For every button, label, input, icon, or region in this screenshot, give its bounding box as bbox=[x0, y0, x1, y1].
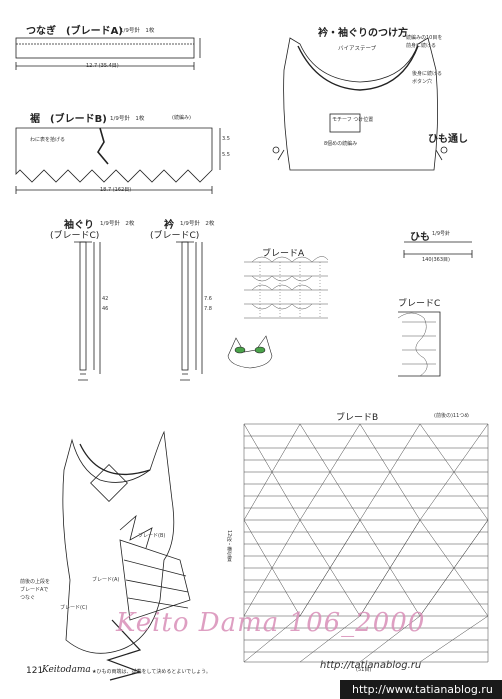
sodeguri-h1: 42 bbox=[102, 296, 109, 302]
himo-spec: 1/9号針 bbox=[432, 231, 451, 237]
eri-h1: 7.6 bbox=[204, 296, 212, 302]
himo-len: 140(363目) bbox=[422, 257, 450, 263]
url-bar-text[interactable]: http://www.tatianablog.ru bbox=[352, 683, 493, 696]
sodeguri-h2: 46 bbox=[102, 306, 109, 312]
braid-c-title: ブレードC bbox=[398, 299, 441, 309]
neck-bias: バイアステープ bbox=[338, 46, 377, 52]
footer-note: ★ひもの両端は、試着をして決めるとよいでしょう。 bbox=[92, 669, 211, 675]
braid-b-side: 12段・横位置 bbox=[226, 530, 232, 562]
tsunagi-strip bbox=[15, 37, 195, 59]
braid-a-title: ブレードA bbox=[262, 249, 305, 259]
neck-title: 衿・袖ぐりのつけ方 bbox=[318, 28, 408, 39]
eri-subtitle: (ブレードC) bbox=[150, 231, 200, 241]
suso-h2: 5.5 bbox=[222, 152, 230, 158]
neck-count: 8個めの続編み bbox=[324, 141, 358, 147]
neck-label2: 前身に続ける bbox=[406, 43, 437, 49]
sodeguri-title: 袖ぐり bbox=[64, 220, 94, 231]
suso-width: 18.7 (162目) bbox=[100, 187, 132, 193]
braid-b-note: (前後の)11つめ bbox=[434, 413, 470, 419]
tsunagi-width: 12.7 (35.4目) bbox=[86, 63, 119, 69]
dress-outline bbox=[62, 430, 175, 654]
neck-label3: 後身に続ける bbox=[412, 71, 443, 77]
eri-h2: 7.8 bbox=[204, 306, 212, 312]
sodeguri-strip bbox=[79, 241, 87, 371]
suso-h1: 3.5 bbox=[222, 136, 230, 142]
dress-note1: 前後の上段を bbox=[20, 579, 51, 585]
neck-motif: モチーフ つけ位置 bbox=[332, 117, 374, 123]
neck-bodice bbox=[283, 37, 438, 171]
braid-a-chart bbox=[244, 256, 329, 319]
dress-note2: ブレードAで bbox=[20, 587, 49, 593]
neck-label4: ボタン穴 bbox=[412, 79, 433, 85]
dress-label-b: ブレード(B) bbox=[138, 533, 166, 539]
url-bar bbox=[340, 680, 502, 699]
eri-spec: 1/9号針 2枚 bbox=[180, 221, 215, 227]
watermark-text: Keito Dama 106_2000 bbox=[116, 608, 426, 638]
suso-note-top: (続編み) bbox=[172, 115, 191, 121]
suso-spec: 1/9号針 1枚 bbox=[110, 116, 145, 122]
eri-title: 衿 bbox=[164, 220, 174, 231]
dress-note3: つなぐ bbox=[20, 595, 36, 601]
watermark-url[interactable]: http://tatianablog.ru bbox=[320, 660, 422, 671]
sodeguri-spec: 1/9号針 2枚 bbox=[100, 221, 135, 227]
himo-title: ひも bbox=[410, 232, 430, 243]
neck-himo: ひも通し bbox=[428, 134, 468, 145]
cat-face bbox=[227, 335, 273, 369]
neck-label1: 続編みの10目を bbox=[406, 35, 443, 41]
braid-b-title: ブレードB bbox=[336, 413, 379, 423]
tsunagi-title: つなぎ (ブレードA) bbox=[26, 26, 123, 37]
braid-b-chart bbox=[243, 423, 489, 663]
dress-label-a: ブレード(A) bbox=[92, 577, 120, 583]
suso-note-left: わに表を拾げる bbox=[30, 137, 66, 143]
braid-c-chart bbox=[397, 312, 436, 377]
sodeguri-subtitle: (ブレードC) bbox=[50, 231, 100, 241]
brand-name: Keitodama bbox=[42, 665, 91, 675]
tsunagi-spec: 1/9号針 1枚 bbox=[120, 28, 155, 34]
braid-b-rows: (51目) bbox=[356, 667, 372, 673]
dress-label-c: ブレード(C) bbox=[60, 605, 88, 611]
eri-strip bbox=[181, 241, 189, 371]
suso-title: 裾 (ブレードB) bbox=[30, 114, 107, 125]
page-number: 121 bbox=[26, 666, 44, 676]
suso-panel bbox=[15, 127, 213, 183]
